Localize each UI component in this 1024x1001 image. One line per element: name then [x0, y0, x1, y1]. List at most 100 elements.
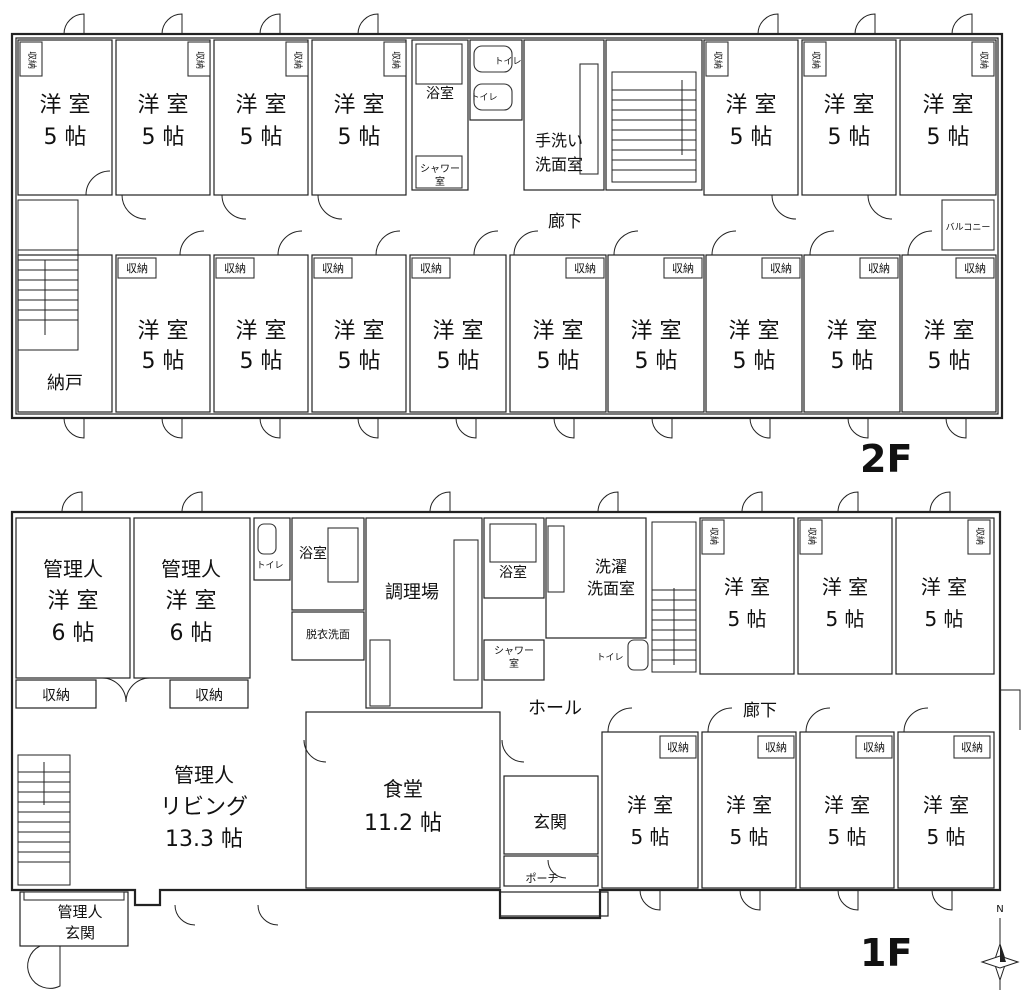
porch-label: ポーチ [526, 872, 559, 885]
room-label: 洋 室 [824, 93, 875, 118]
kitchen-label: 調理場 [385, 582, 439, 603]
floor-1f-labels: 管理人 洋 室 6 帖 管理人 洋 室 6 帖 収納 収納 トイレ 浴室 脱衣洗… [42, 527, 986, 942]
storage-label: 収納 [806, 527, 818, 545]
room-label: 5 帖 [825, 607, 864, 631]
room-label: 洋 室 [627, 793, 673, 817]
room-label: 洋 室 [166, 589, 217, 614]
room-label: 洋 室 [533, 319, 584, 344]
storage-label: 収納 [574, 262, 596, 275]
room-label: 洋 室 [924, 319, 975, 344]
room-label: 5 帖 [537, 349, 580, 374]
room-label: 5 帖 [635, 349, 678, 374]
room-label: 5 帖 [338, 125, 381, 150]
storage-label: 収納 [708, 527, 720, 545]
toilet-label: トイレ [596, 653, 623, 663]
storage-label: 収納 [292, 51, 304, 69]
room-label: 洋 室 [334, 93, 385, 118]
manager-room-label: 管理人 [43, 557, 103, 581]
room-label: 5 帖 [727, 607, 766, 631]
room-label: 洋 室 [726, 793, 772, 817]
room-label: 5 帖 [831, 349, 874, 374]
room-label: 5 帖 [142, 349, 185, 374]
storage-label: 収納 [863, 741, 885, 754]
corridor-label: 廊下 [743, 701, 777, 721]
room-label: 洋 室 [334, 319, 385, 344]
shower-label: 室 [509, 657, 519, 670]
room-label: 洋 室 [138, 319, 189, 344]
room-label: 5 帖 [928, 349, 971, 374]
room-label: 洋 室 [48, 589, 99, 614]
room-label: 5 帖 [730, 125, 773, 150]
room-label: 洋 室 [433, 319, 484, 344]
room-label: 6 帖 [52, 621, 95, 646]
storage-label: 収納 [195, 688, 223, 704]
storage-label: 収納 [667, 741, 689, 754]
storage-label: 収納 [810, 51, 822, 69]
bath-label: 浴室 [426, 85, 454, 102]
toilet-label: トイレ [256, 561, 283, 571]
storage-label: 収納 [26, 51, 38, 69]
room-label: 5 帖 [924, 607, 963, 631]
floor-2f-label: 2F [860, 437, 912, 481]
dining-label: 食堂 [383, 777, 423, 801]
storage-label: 収納 [420, 262, 442, 275]
living-label: 13.3 帖 [165, 827, 243, 852]
dining-label: 11.2 帖 [364, 811, 442, 836]
room-label: 5 帖 [926, 825, 965, 849]
hall-label: ホール [528, 698, 582, 719]
room-label: 6 帖 [170, 621, 213, 646]
shower-label: シャワー [494, 646, 534, 657]
laundry-label: 洗面室 [587, 579, 635, 598]
room-label: 洋 室 [824, 793, 870, 817]
room-label: 5 帖 [142, 125, 185, 150]
room-label: 5 帖 [729, 825, 768, 849]
shower-label: 室 [435, 175, 445, 188]
room-label: 洋 室 [40, 93, 91, 118]
storage-label: 収納 [961, 741, 983, 754]
room-label: 5 帖 [240, 349, 283, 374]
room-label: 洋 室 [729, 319, 780, 344]
room-label: 洋 室 [138, 93, 189, 118]
handwash-label: 手洗い [535, 131, 583, 150]
manager-entrance-label: 玄関 [65, 924, 95, 942]
room-label: 洋 室 [726, 93, 777, 118]
room-label: 洋 室 [921, 575, 967, 599]
floor-2f-labels: 洋 室 5 帖 洋 室 5 帖 洋 室 5 帖 洋 室 5 帖 洋 室 5 帖 … [40, 93, 975, 374]
floor-2f-storage-top [19, 41, 995, 77]
room-label: 5 帖 [733, 349, 776, 374]
floor-2f-small-labels: 収納 収納 収納 収納 収納 収納 収納 収納 収納 収納 収納 収納 収納 収… [26, 51, 990, 394]
dressing-label: 脱衣洗面 [306, 627, 350, 641]
storage-label: 収納 [672, 262, 694, 275]
laundry-label: 洗濯 [595, 557, 627, 576]
room-label: 5 帖 [437, 349, 480, 374]
room-label: 5 帖 [240, 125, 283, 150]
living-label: 管理人 [174, 763, 234, 787]
room-label: 洋 室 [631, 319, 682, 344]
floor-2f-walls [10, 13, 1004, 439]
floor-1f-walls [10, 491, 1021, 989]
room-label: 洋 室 [827, 319, 878, 344]
floor-2f-storage-bottom [117, 257, 995, 279]
storage-label: 収納 [194, 51, 206, 69]
storage-label: 収納 [224, 262, 246, 275]
storage-label: 収納 [712, 51, 724, 69]
compass-icon: N [980, 904, 1020, 990]
storage-label: 収納 [964, 262, 986, 275]
room-label: 5 帖 [630, 825, 669, 849]
storage-label: 収納 [765, 741, 787, 754]
storage-label: 収納 [390, 51, 402, 69]
manager-entrance-label: 管理人 [57, 903, 102, 921]
corridor-label: 廊下 [548, 212, 582, 232]
room-label: 洋 室 [236, 93, 287, 118]
storage-label: 収納 [770, 262, 792, 275]
storage-label: 収納 [868, 262, 890, 275]
closet-label: 納戸 [47, 373, 83, 394]
room-label: 5 帖 [828, 125, 871, 150]
entrance-label: 玄関 [533, 813, 567, 833]
bath-label: 浴室 [499, 564, 527, 581]
bath-label: 浴室 [299, 545, 327, 562]
storage-label: 収納 [978, 51, 990, 69]
living-label: リビング [160, 795, 248, 820]
room-label: 5 帖 [338, 349, 381, 374]
